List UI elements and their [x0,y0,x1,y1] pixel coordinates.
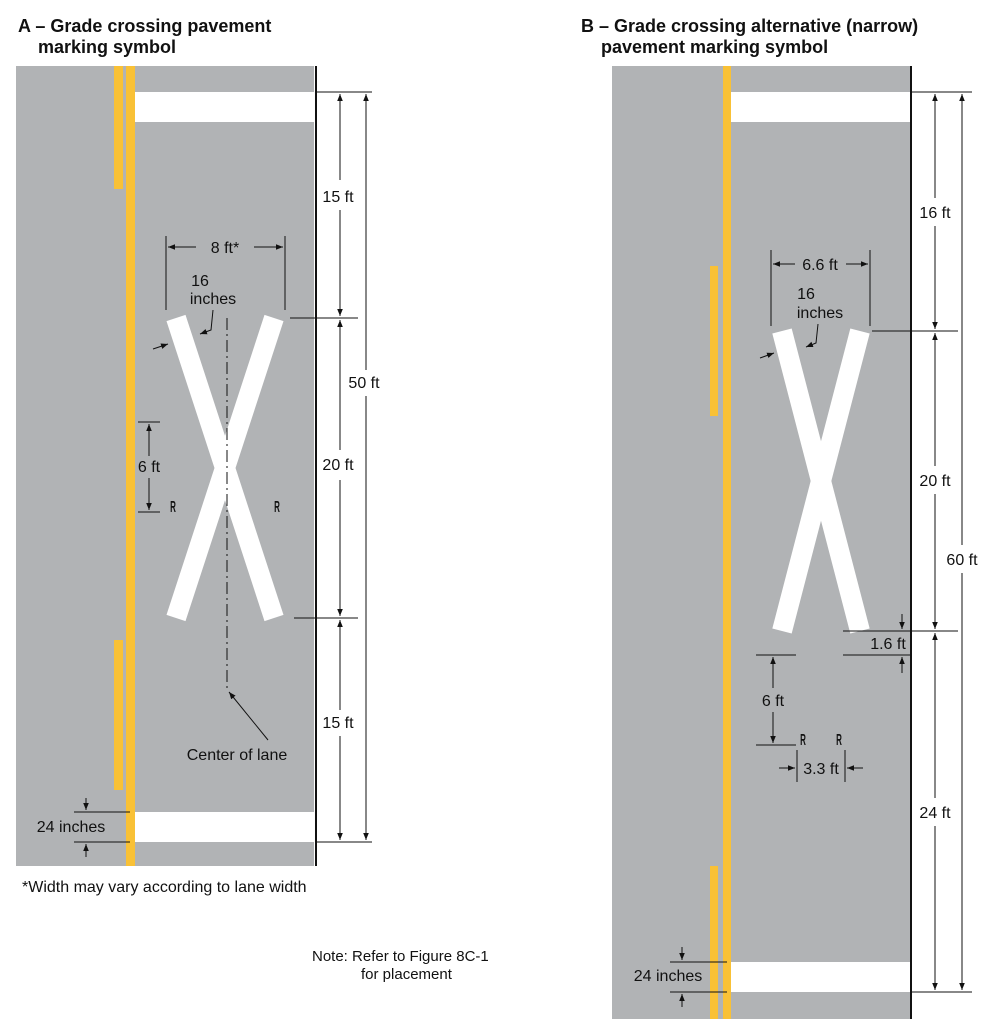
panel-a-dim-bottom-label: 15 ft [322,715,354,732]
panel-a-dim-stroke-leader [199,309,214,335]
panel-b-title-line1: B – Grade crossing alternative (narrow) [581,16,919,36]
panel-b-dim-stroke-number: 16 [797,286,815,303]
panel-a-title: A – Grade crossing pavement marking symb… [18,16,271,58]
panel-a-center-leader [228,691,269,741]
panel-b-stop-line-bottom [731,962,910,992]
panel-b-letter-r-left: R [800,731,806,749]
panel-a-dimensions: 15 ft 20 ft 15 ft 50 ft 8 ft* 16 inches … [37,91,380,857]
placement-note-line2: for placement [361,966,452,983]
panel-a-pavement [16,66,314,866]
panel-a-dim-width-label: 8 ft* [211,240,239,257]
panel-b-dim-width-label: 6.6 ft [802,257,838,274]
panel-a-dim-top-label: 15 ft [322,189,354,206]
panel-a-stop-line-top [135,92,315,122]
panel-b-dim-stroke-unit: inches [797,305,843,322]
panel-a-x-stroke-2 [166,314,284,622]
panel-b-roadway: R R [612,66,912,1019]
panel-b-dim-gap-label: 1.6 ft [870,636,906,653]
panel-a-dim-total-label: 50 ft [348,375,380,392]
panel-b-pavement [612,66,910,1019]
panel-b-dim-top-label: 16 ft [919,205,951,222]
panel-a-dim-stroke-number: 16 [191,273,209,290]
panel-b-stop-line-top [731,92,910,122]
panel-a-dim-stroke-unit: inches [190,291,236,308]
panel-a-roadway: R R [16,66,317,866]
placement-note-line1: Note: Refer to Figure 8C-1 [312,948,489,965]
panel-a-footnote: *Width may vary according to lane width [22,879,307,896]
panel-b-letter-r-right: R [836,731,842,749]
panel-b-yellow-solid-line [723,66,731,1019]
panel-b-dim-line-label: 24 inches [634,968,703,985]
panel-a-stop-line-bottom [135,812,315,842]
panel-a-yellow-solid-line [126,66,135,866]
panel-b-yellow-dashed-bottom [710,866,718,1019]
panel-b-dim-total-label: 60 ft [946,552,978,569]
panel-a-center-label: Center of lane [187,747,288,764]
panel-b-dimensions: 16 ft 20 ft 24 ft 60 ft 1.6 ft 6.6 ft 16… [634,91,978,1007]
panel-a-title-line1: A – Grade crossing pavement [18,16,272,36]
panel-b-yellow-dashed-top [710,266,718,416]
panel-a-letter-r-right: R [274,498,280,516]
panel-b-title-line2: pavement marking symbol [601,37,829,57]
panel-b-dim-bottom-label: 24 ft [919,805,951,822]
panel-a-letter-r-left: R [170,498,176,516]
panel-a-dim-middle-label: 20 ft [322,457,354,474]
panel-a-title-line2: marking symbol [38,37,177,57]
panel-b-title: B – Grade crossing alternative (narrow) … [581,16,918,58]
panel-b-dim-middle-label: 20 ft [919,473,951,490]
panel-a-dim-line-label: 24 inches [37,819,106,836]
panel-b-dim-stroke-left-arrow [759,352,775,359]
panel-b-dim-r-label: 6 ft [762,693,785,710]
panel-a-yellow-dashed-bottom [114,640,123,790]
panel-a-yellow-dashed-top [114,66,123,189]
panel-a-dim-r-label: 6 ft [138,459,161,476]
panel-a-dim-stroke-left-arrow [152,343,169,350]
panel-b-x-stroke-2 [772,328,870,634]
placement-note: Note: Refer to Figure 8C-1 for placement [312,948,489,984]
panel-b-dim-stroke-leader [805,323,819,348]
panel-b-dim-spacing-label: 3.3 ft [803,761,839,778]
